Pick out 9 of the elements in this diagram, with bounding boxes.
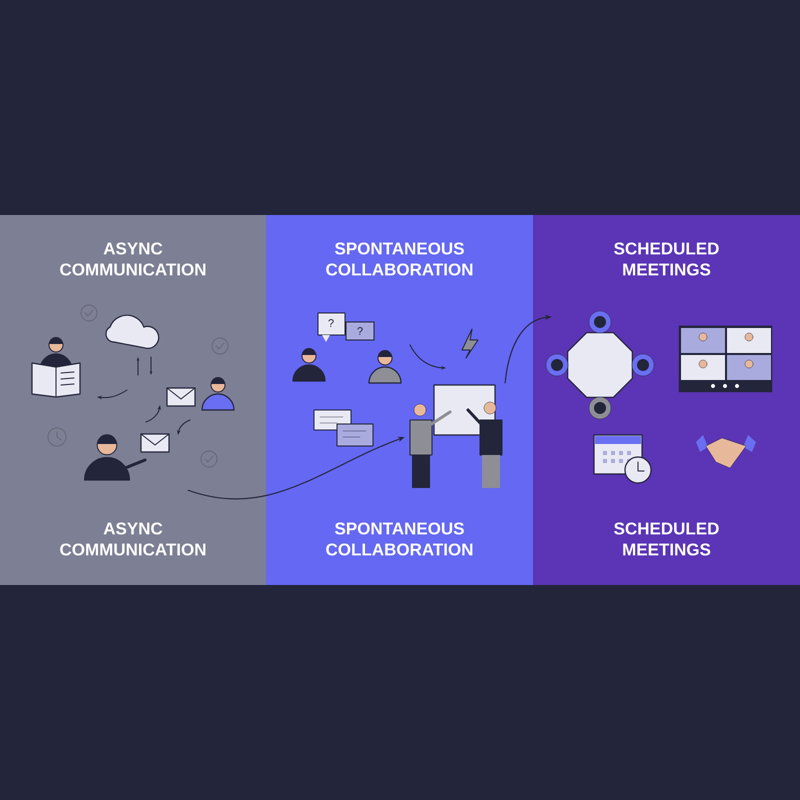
person-drawing <box>84 434 146 481</box>
panel-heading: SCHEDULED MEETINGS <box>614 242 719 276</box>
scene-drawing <box>546 310 654 420</box>
panel-heading: SPONTANEOUS COLLABORATION <box>326 522 472 556</box>
panel-heading: ASYNC COMMUNICATION <box>60 522 206 556</box>
panel-heading: SPONTANEOUS COLLABORATION <box>326 242 472 276</box>
panel-heading: SCHEDULED MEETINGS <box>614 522 719 556</box>
scene-drawing <box>410 384 502 488</box>
panel-heading: ASYNC COMMUNICATION <box>60 242 206 276</box>
